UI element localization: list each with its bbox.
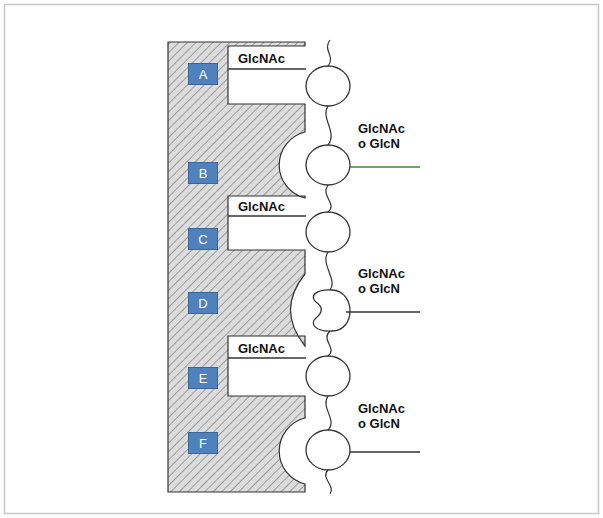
callout-letter: D [198, 296, 207, 311]
sugar-label: GlcNAc o GlcN [358, 401, 410, 431]
callout-box: B [188, 162, 218, 184]
sugar-label: GlcNAc [236, 199, 287, 214]
sugar-label: GlcNAc [236, 51, 287, 66]
callout-letter: E [199, 371, 208, 386]
callout-box: F [188, 432, 218, 454]
chain-links [326, 40, 332, 494]
callout-box: A [188, 63, 218, 85]
sugar-label: GlcNAc [236, 341, 287, 356]
sugar-rings [306, 66, 350, 470]
callout-letter: B [199, 166, 208, 181]
substituent-sticks [228, 69, 420, 452]
hatched-surface [168, 42, 305, 492]
callout-letter: F [199, 436, 207, 451]
callout-box: C [188, 228, 218, 250]
sugar-label: GlcNAc o GlcN [358, 266, 410, 296]
sugar-label: GlcNAc o GlcN [358, 121, 410, 151]
callout-letter: C [198, 232, 207, 247]
callout-box: E [188, 367, 218, 389]
callout-letter: A [199, 67, 208, 82]
callout-box: D [188, 292, 218, 314]
frame [5, 5, 599, 514]
